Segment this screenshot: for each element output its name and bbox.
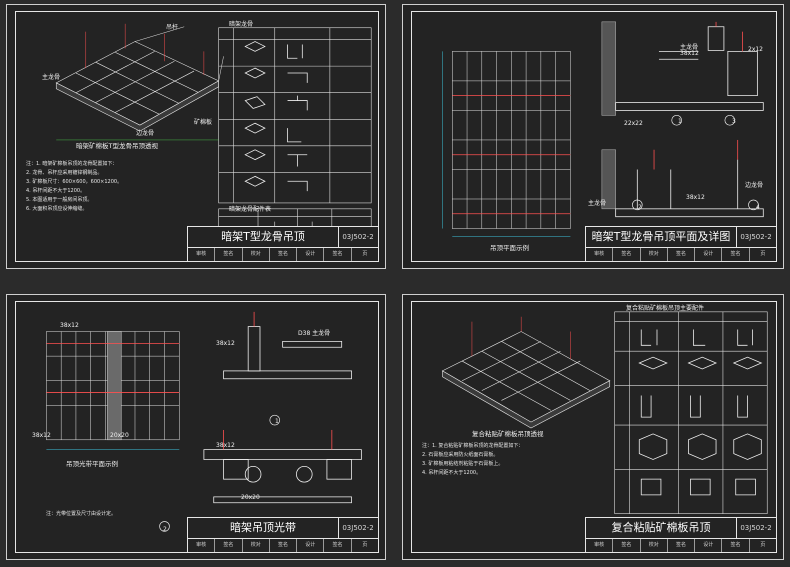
- sheet-code: 03J502-2: [736, 227, 776, 248]
- label-dim-38x12-b: 38x12: [686, 194, 705, 201]
- sheet-title: 暗架吊顶光带: [188, 518, 339, 539]
- plan-caption: 吊顶光带平面示例: [66, 460, 118, 468]
- title-block: 暗架T型龙骨吊顶平面及详图 03J502-2 审核签名校对签名设计签名页: [585, 226, 776, 261]
- sheet-title: 暗架T型龙骨吊顶: [188, 227, 339, 248]
- detail-marker-4: 4: [756, 204, 760, 211]
- label-main-keel: D38 主龙骨: [298, 330, 331, 337]
- label-hanger: 吊杆: [166, 24, 179, 31]
- label-dim-2x12: 2x12: [748, 46, 764, 53]
- title-block: 暗架T型龙骨吊顶 03J502-2 审核签名校对签名设计签名页: [187, 226, 378, 261]
- sheet-code: 03J502-2: [736, 518, 776, 539]
- notes-block: 注：光带位置及尺寸由设计定。: [46, 511, 117, 517]
- sheet-frame: 1 2 3 4 主龙骨 38x12 2x12 22x22 38x12 主龙骨 边…: [411, 11, 777, 262]
- detail-marker-3: 3: [732, 118, 736, 125]
- sheet-title: 暗架T型龙骨吊顶平面及详图: [586, 227, 737, 248]
- notes-block: 注：1. 暗架矿棉板吊顶的龙骨配置如下： 2. 龙骨、吊杆应采用镀锌钢制品。 3…: [26, 161, 123, 212]
- label-main-keel: 主龙骨: [680, 44, 699, 51]
- plan-drawing: [442, 21, 764, 237]
- perspective-caption: 复合粘贴矿棉板吊顶透视: [472, 430, 544, 438]
- perspective-caption: 暗架矿棉板T型龙骨吊顶透视: [76, 142, 158, 150]
- label-dim-38x12-c: 38x12: [216, 442, 235, 449]
- signature-row: 审核签名校对签名设计签名页: [188, 539, 378, 552]
- detail-marker-2: 2: [163, 526, 167, 533]
- notes-block: 注：1. 复合粘贴矿棉板吊顶的龙骨配置如下： 2. 石膏板应采用防火纸面石膏板。…: [422, 443, 524, 476]
- label-edge-keel: 边龙骨: [745, 182, 764, 189]
- sheet-plan-and-details[interactable]: 1 2 3 4 主龙骨 38x12 2x12 22x22 38x12 主龙骨 边…: [402, 4, 784, 269]
- sheet-light-strip[interactable]: 1 2 38x12 38x12 20x20 38x12 D38 主龙骨 20x2…: [6, 294, 386, 560]
- plan-caption: 吊顶平面示例: [490, 244, 529, 252]
- sheet-code: 03J502-2: [338, 227, 378, 248]
- detail-marker-1: 1: [275, 418, 279, 425]
- detail-marker-1: 1: [678, 118, 682, 125]
- label-dim-38x12: 38x12: [680, 50, 699, 57]
- accessory-table-title: 暗架龙骨配件表: [229, 206, 272, 213]
- label-board: 矿棉板: [194, 119, 213, 126]
- label-dim-22x22: 22x22: [624, 120, 643, 127]
- label-main-keel-b: 主龙骨: [588, 200, 607, 207]
- table-title: 复合粘贴矿棉板吊顶主要配件: [626, 305, 705, 312]
- sheet-frame: 暗架矿棉板T型龙骨吊顶透视 暗架龙骨 暗架龙骨配件表 主龙骨 吊杆 矿棉板 边龙…: [15, 11, 379, 262]
- label-dim-38x12-b: 38x12: [216, 340, 235, 347]
- label-dim-38x12-d: 38x12: [32, 432, 51, 439]
- table-title: 暗架龙骨: [229, 21, 254, 28]
- label-dim-20x20: 20x20: [110, 432, 129, 439]
- sheet-frame: 复合粘贴矿棉板吊顶透视 复合粘贴矿棉板吊顶主要配件 注：1. 复合粘贴矿棉板吊顶…: [411, 301, 777, 553]
- composite-drawing: [441, 311, 768, 514]
- sheet-composite-board[interactable]: 复合粘贴矿棉板吊顶透视 复合粘贴矿棉板吊顶主要配件 注：1. 复合粘贴矿棉板吊顶…: [402, 294, 784, 560]
- label-edge-keel: 边龙骨: [136, 130, 155, 137]
- signature-row: 审核签名校对签名设计签名页: [586, 539, 776, 552]
- perspective-drawing: [55, 23, 372, 239]
- light-strip-drawing: [46, 311, 362, 532]
- label-main-keel: 主龙骨: [42, 74, 61, 81]
- signature-row: 审核签名校对签名设计签名页: [188, 248, 378, 261]
- sheet-frame: 1 2 38x12 38x12 20x20 38x12 D38 主龙骨 20x2…: [15, 301, 379, 553]
- detail-marker-2: 2: [638, 204, 642, 211]
- label-dim-38x12: 38x12: [60, 322, 79, 329]
- sheet-code: 03J502-2: [338, 518, 378, 539]
- sheet-t-grid-ceiling[interactable]: 暗架矿棉板T型龙骨吊顶透视 暗架龙骨 暗架龙骨配件表 主龙骨 吊杆 矿棉板 边龙…: [6, 4, 386, 269]
- sheet-title: 复合粘贴矿棉板吊顶: [586, 518, 737, 539]
- title-block: 复合粘贴矿棉板吊顶 03J502-2 审核签名校对签名设计签名页: [585, 517, 776, 552]
- title-block: 暗架吊顶光带 03J502-2 审核签名校对签名设计签名页: [187, 517, 378, 552]
- label-dim-20x20-b: 20x20: [241, 494, 260, 501]
- signature-row: 审核签名校对签名设计签名页: [586, 248, 776, 261]
